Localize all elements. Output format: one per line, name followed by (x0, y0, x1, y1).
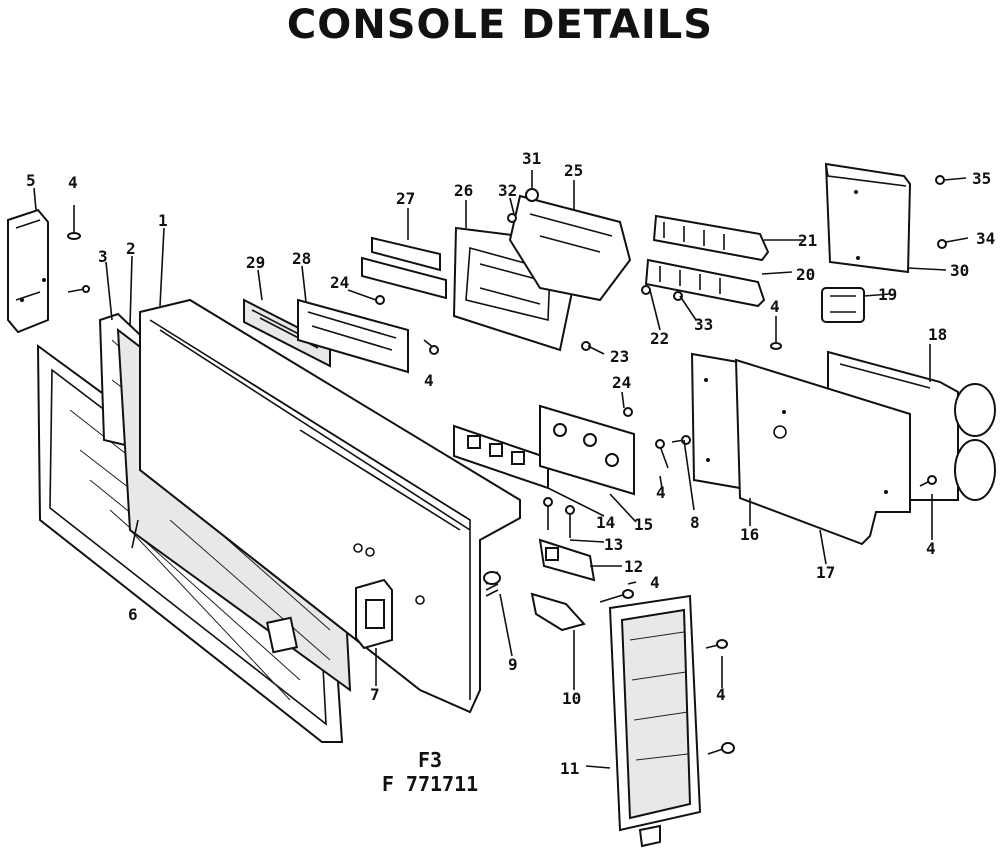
callout-24-b: 24 (612, 373, 631, 392)
callout-4: 4 (68, 173, 78, 192)
part-28-indicator-board (297, 298, 409, 374)
callout-13: 13 (604, 535, 623, 554)
callout-24: 24 (330, 273, 349, 292)
callout-28: 28 (292, 249, 311, 268)
callout-23: 23 (610, 347, 629, 366)
part-1-console-housing (139, 298, 521, 714)
part-30-cover (824, 162, 912, 274)
callout-4-e: 4 (926, 539, 936, 558)
callout-10: 10 (562, 689, 581, 708)
callout-26: 26 (454, 181, 473, 200)
callout-34: 34 (976, 229, 995, 248)
part-5-end-bracket (7, 208, 49, 334)
callout-35: 35 (972, 169, 991, 188)
callout-27: 27 (396, 189, 415, 208)
callout-31: 31 (522, 149, 541, 168)
callout-5: 5 (26, 171, 36, 190)
callout-6: 6 (128, 605, 138, 624)
callout-3: 3 (98, 247, 108, 266)
part-17-control-plate (734, 358, 911, 546)
callout-30: 30 (950, 261, 969, 280)
part-7-switch (355, 578, 393, 650)
part-12-clip (538, 538, 596, 582)
callout-21: 21 (798, 231, 817, 250)
callout-7: 7 (370, 685, 380, 704)
part-16-backplate (690, 352, 742, 490)
part-15-switch-plate (539, 404, 635, 496)
callout-9: 9 (508, 655, 518, 674)
callout-20: 20 (796, 265, 815, 284)
callout-2: 2 (126, 239, 136, 258)
part-21-switch-bank (652, 214, 770, 262)
callout-22: 22 (650, 329, 669, 348)
figure-number: F3 (417, 748, 443, 772)
part-19-relay (821, 287, 865, 323)
callout-4-c: 4 (424, 371, 434, 390)
figure-reference: F3 F 771711 (350, 748, 510, 796)
callout-14: 14 (596, 513, 615, 532)
callout-labels: 5 4 3 2 1 29 28 27 24 26 32 31 25 21 20 … (26, 149, 995, 778)
figure-part-number: F 771711 (381, 772, 479, 796)
part-26-timer-frame (452, 226, 574, 352)
callout-12: 12 (624, 557, 643, 576)
callout-1: 1 (158, 211, 168, 230)
part-11-vent-cover (608, 594, 702, 848)
callout-4-g: 4 (716, 685, 726, 704)
callout-4-f: 4 (650, 573, 660, 592)
callout-17: 17 (816, 563, 835, 582)
callout-15: 15 (634, 515, 653, 534)
callout-32: 32 (498, 181, 517, 200)
callout-4-b: 4 (770, 297, 780, 316)
diagram-title: CONSOLE DETAILS (286, 2, 714, 48)
part-9-spring (483, 571, 501, 597)
callout-18: 18 (928, 325, 947, 344)
callout-4-d: 4 (656, 483, 666, 502)
callout-8: 8 (690, 513, 700, 532)
part-27-contact-strips (361, 236, 447, 300)
part-25-timer-mechanism (507, 188, 632, 302)
part-13-screws (543, 497, 575, 538)
part-10-bracket (530, 592, 586, 632)
leader-lines (33, 170, 969, 769)
callout-19: 19 (878, 285, 897, 304)
callout-11: 11 (560, 759, 579, 778)
callout-25: 25 (564, 161, 583, 180)
part-20-switch-bank (644, 258, 766, 308)
callout-16: 16 (740, 525, 759, 544)
callout-29: 29 (246, 253, 265, 272)
part-4-screws (375, 175, 947, 755)
callout-33: 33 (694, 315, 713, 334)
part-4-screw-a (67, 205, 91, 293)
